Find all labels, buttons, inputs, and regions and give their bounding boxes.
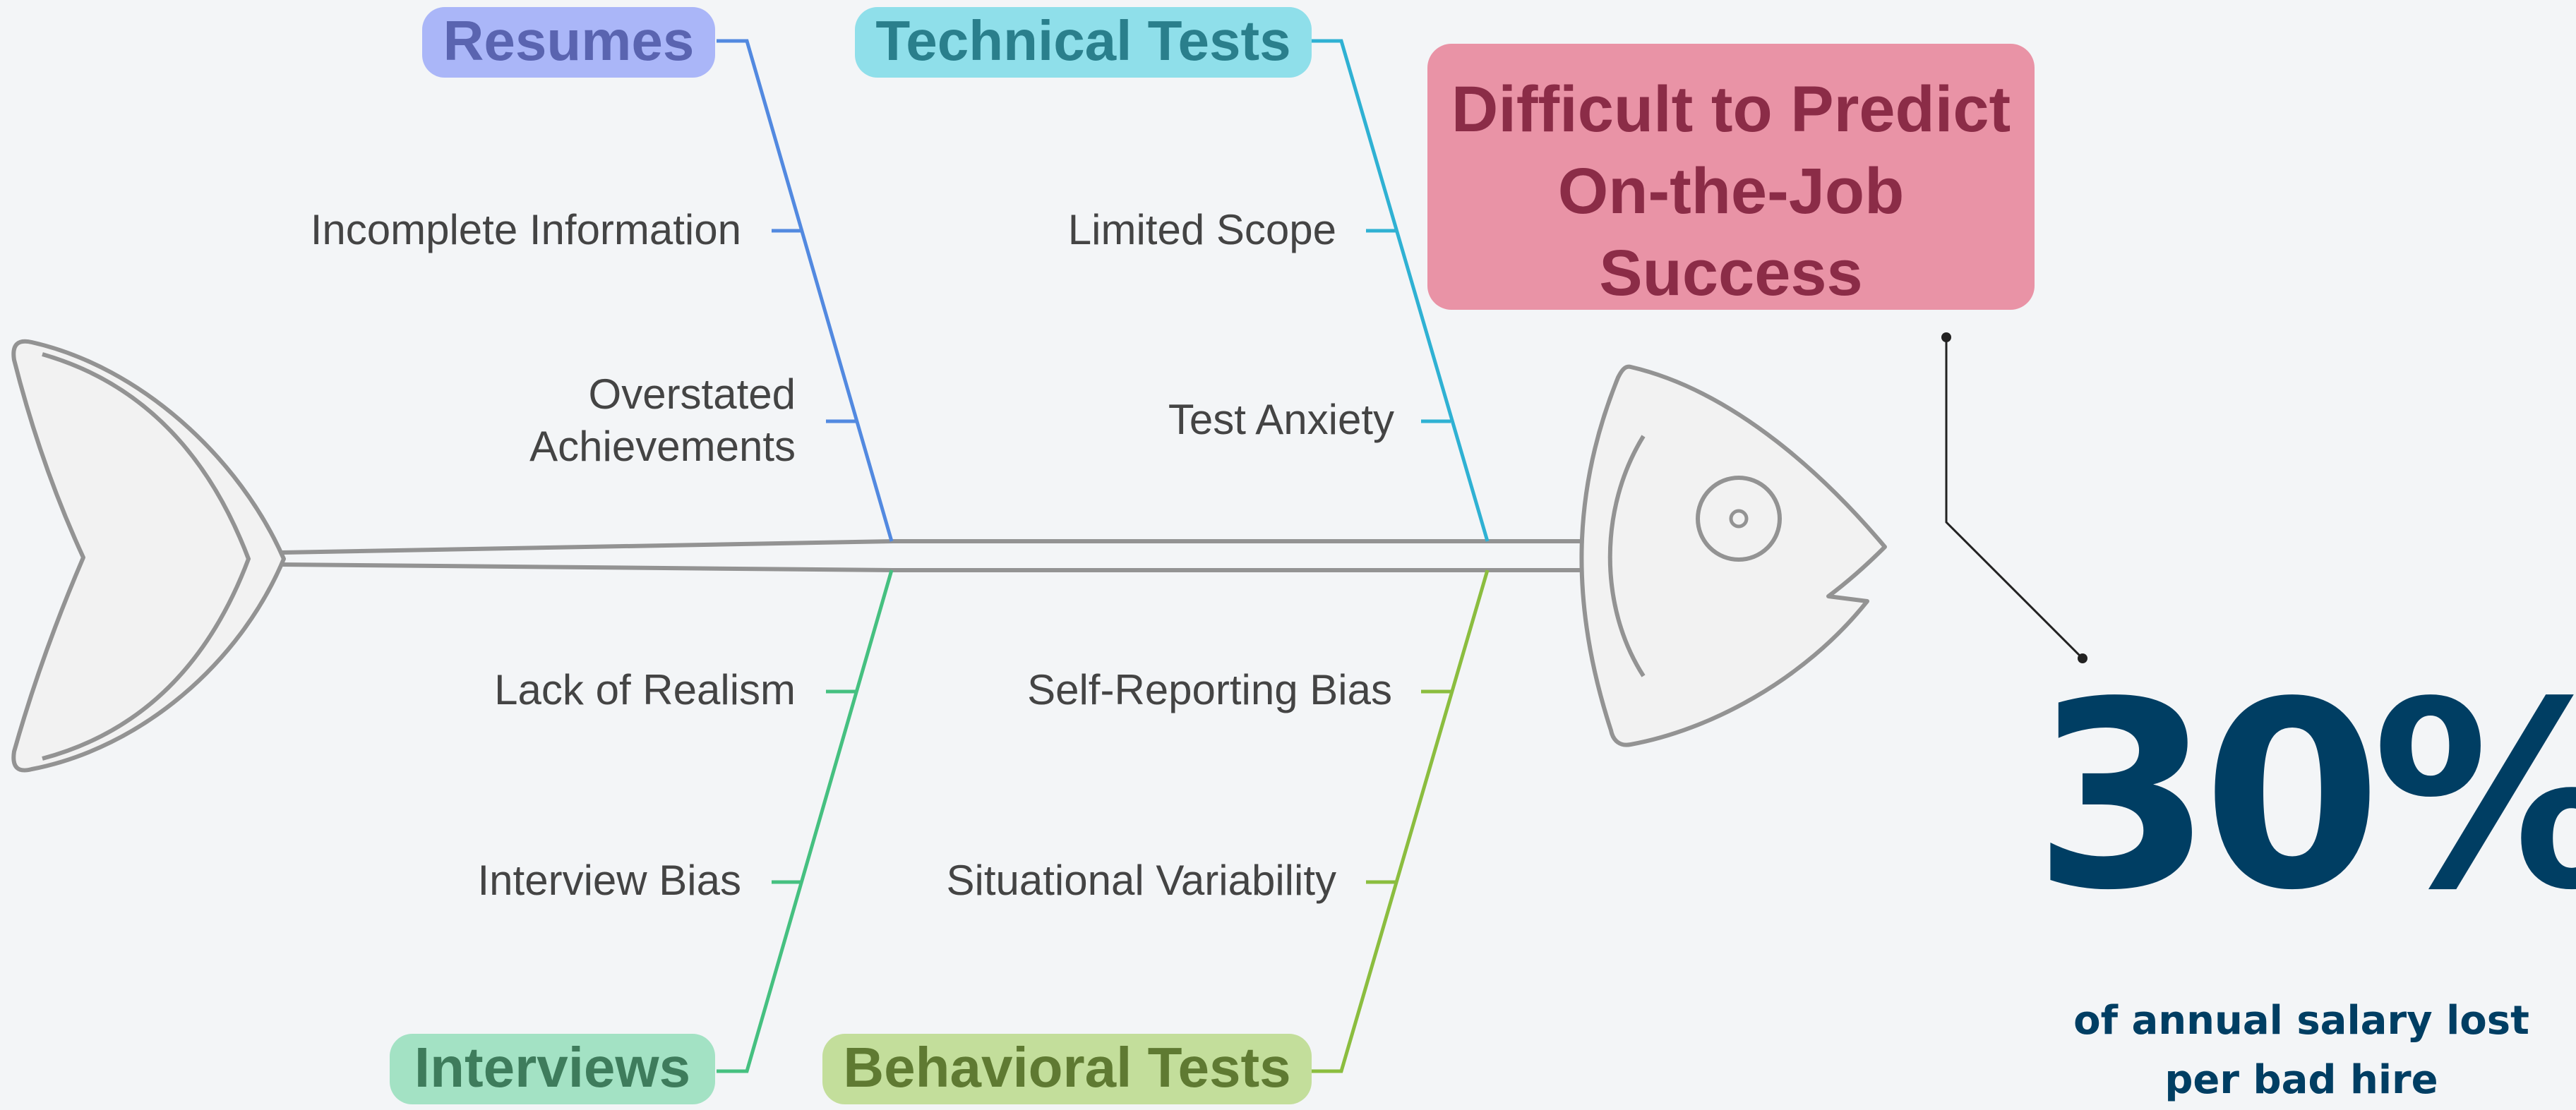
category-interviews: Interviews bbox=[390, 1034, 715, 1104]
cause-wrap: Lack of Realism bbox=[0, 663, 796, 720]
cause-overstated-achievements: Overstated Achievements bbox=[529, 370, 796, 470]
cause-lack-of-realism: Lack of Realism bbox=[494, 666, 796, 713]
branch-resumes bbox=[717, 39, 894, 542]
cause-wrap: Incomplete Information bbox=[0, 203, 741, 260]
branch-interviews bbox=[717, 569, 894, 1073]
cause-situational-variability: Situational Variability bbox=[946, 857, 1336, 904]
fish-head bbox=[1579, 364, 1887, 747]
cause-incomplete-information: Incomplete Information bbox=[310, 206, 741, 253]
eye-pupil-icon bbox=[1729, 509, 1749, 529]
cause-wrap: Test Anxiety bbox=[0, 393, 1394, 450]
tail-inner bbox=[42, 352, 251, 761]
effect-box: Difficult to Predict On-the-Job Success bbox=[1427, 44, 2035, 310]
cause-wrap: Situational Variability bbox=[0, 854, 1336, 910]
branch-behavioral-tests bbox=[1312, 569, 1490, 1073]
category-technical-tests: Technical Tests bbox=[855, 7, 1312, 78]
fish-spine bbox=[282, 539, 1588, 572]
branch-technical-tests bbox=[1312, 39, 1490, 542]
cause-wrap: Self-Reporting Bias bbox=[0, 663, 1392, 720]
branch-line bbox=[717, 569, 894, 1073]
cause-limited-scope: Limited Scope bbox=[1067, 206, 1336, 253]
connector-dot bbox=[2078, 653, 2087, 663]
cause-wrap: Limited Scope bbox=[0, 203, 1336, 260]
cause-self-reporting-bias: Self-Reporting Bias bbox=[1027, 666, 1392, 713]
branch-line bbox=[717, 39, 894, 542]
category-resumes: Resumes bbox=[422, 7, 715, 78]
connector-dot bbox=[1941, 332, 1951, 342]
category-behavioral-tests: Behavioral Tests bbox=[822, 1034, 1312, 1104]
eye-outer-icon bbox=[1696, 476, 1782, 562]
gill-line bbox=[1607, 435, 1646, 677]
cause-wrap: Interview Bias bbox=[0, 854, 741, 910]
tail-outer bbox=[11, 339, 286, 773]
cause-interview-bias: Interview Bias bbox=[477, 857, 741, 904]
branch-line bbox=[1312, 569, 1490, 1073]
statistic-caption: of annual salary lost per bad hire bbox=[2073, 998, 2529, 1103]
branch-line bbox=[1312, 39, 1490, 542]
fish-tail bbox=[11, 339, 286, 773]
cause-test-anxiety: Test Anxiety bbox=[1168, 396, 1394, 443]
cause-wrap: Overstated Achievements bbox=[0, 368, 796, 481]
statistic-connector bbox=[1941, 332, 2087, 663]
statistic-value: 30% bbox=[2033, 647, 2576, 947]
effect-label: Difficult to Predict On-the-Job Success bbox=[1451, 73, 2011, 309]
